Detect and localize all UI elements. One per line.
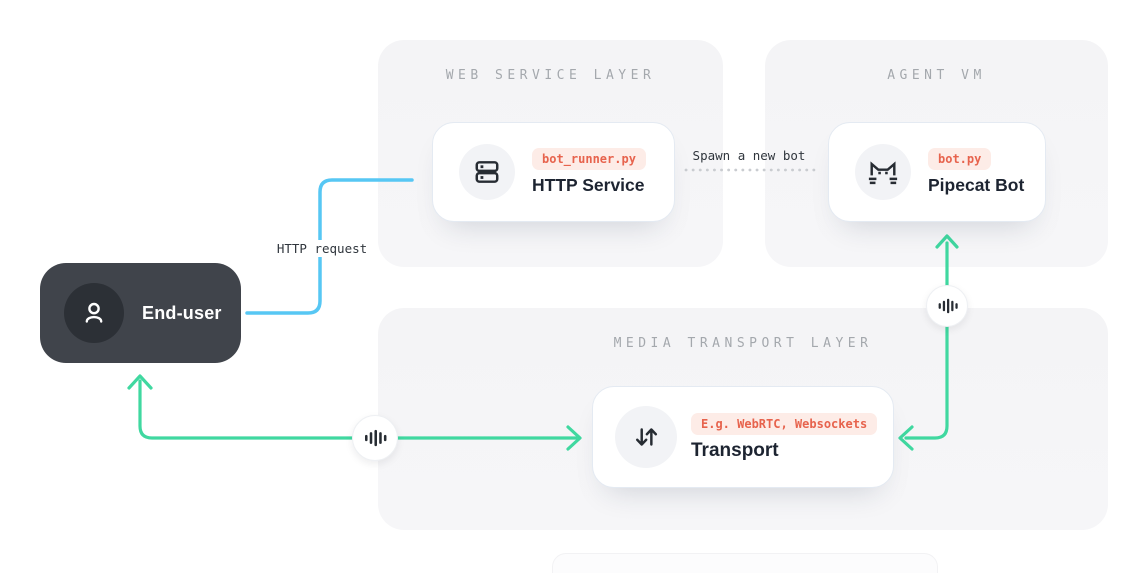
- panel-title-web-service: WEB SERVICE LAYER: [445, 68, 656, 83]
- server-icon: [459, 144, 515, 200]
- panel-title-agent-vm: AGENT VM: [887, 68, 986, 83]
- node-pipecat-bot: bot.py Pipecat Bot: [828, 122, 1046, 222]
- waveform-icon: [352, 415, 398, 461]
- transfer-arrows-icon: [615, 406, 677, 468]
- node-title-transport: Transport: [691, 439, 779, 461]
- user-icon: [64, 283, 124, 343]
- partial-panel-bottom-edge: [552, 553, 938, 573]
- badge-bot-runner-py: bot_runner.py: [532, 148, 646, 170]
- panel-title-media-transport: MEDIA TRANSPORT LAYER: [613, 336, 873, 351]
- waveform-icon: [926, 285, 968, 327]
- pipecat-cat-icon: [855, 144, 911, 200]
- node-http-service: bot_runner.py HTTP Service: [432, 122, 675, 222]
- arrowhead-up-to-end-user: [127, 374, 153, 390]
- node-title-http-service: HTTP Service: [532, 175, 645, 195]
- end-user-label: End-user: [142, 302, 222, 323]
- badge-bot-py: bot.py: [928, 148, 992, 170]
- badge-webrtc-websockets: E.g. WebRTC, Websockets: [691, 412, 878, 435]
- node-title-pipecat-bot: Pipecat Bot: [928, 175, 1025, 195]
- node-end-user: End-user: [40, 263, 241, 363]
- edge-label-spawn-a-new-bot: Spawn a new bot: [692, 148, 806, 163]
- node-transport: E.g. WebRTC, Websockets Transport: [592, 386, 894, 488]
- edge-label-http-request: HTTP request: [268, 240, 376, 257]
